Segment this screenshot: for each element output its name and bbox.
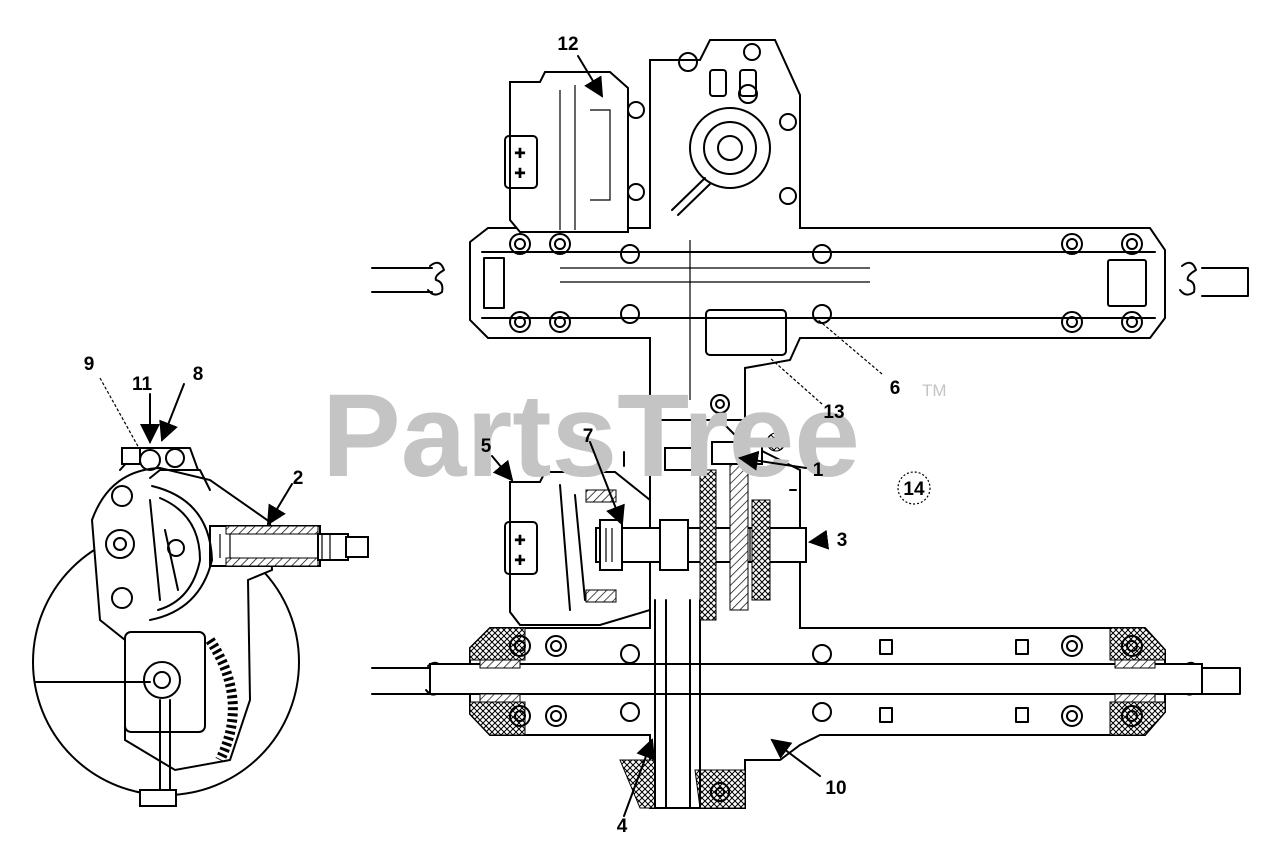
leader-lines bbox=[99, 55, 883, 817]
callout-13: 13 bbox=[823, 402, 844, 423]
callout-14: 14 bbox=[903, 479, 925, 500]
callout-4: 4 bbox=[617, 816, 628, 837]
callout-labels: 12 6 13 9 11 8 2 5 7 1 3 10 4 14 bbox=[84, 34, 931, 837]
callout-7: 7 bbox=[583, 426, 594, 447]
callout-1: 1 bbox=[813, 460, 824, 481]
partstree-watermark: PartsTree TM bbox=[322, 370, 947, 502]
transaxle-side-view bbox=[32, 447, 369, 807]
watermark-trademark: TM bbox=[922, 381, 947, 400]
callout-11: 11 bbox=[132, 374, 153, 395]
watermark-text: PartsTree bbox=[322, 370, 860, 502]
plus-glyph: ✚ bbox=[514, 553, 526, 569]
callout-14-circle bbox=[897, 471, 931, 505]
plus-glyph: ✚ bbox=[514, 166, 526, 182]
callout-8: 8 bbox=[193, 364, 204, 385]
plus-glyph: ✚ bbox=[514, 533, 526, 549]
bolt-bosses bbox=[509, 43, 1143, 414]
callout-9: 9 bbox=[84, 354, 95, 375]
callout-3: 3 bbox=[837, 530, 848, 551]
plus-glyph: ✚ bbox=[514, 146, 526, 162]
callout-2: 2 bbox=[293, 468, 304, 489]
callout-5: 5 bbox=[481, 436, 492, 457]
transaxle-top-view: ✚ ✚ bbox=[371, 39, 1249, 421]
callout-6: 6 bbox=[890, 378, 901, 399]
callout-12: 12 bbox=[557, 34, 578, 55]
callout-10: 10 bbox=[825, 778, 846, 799]
